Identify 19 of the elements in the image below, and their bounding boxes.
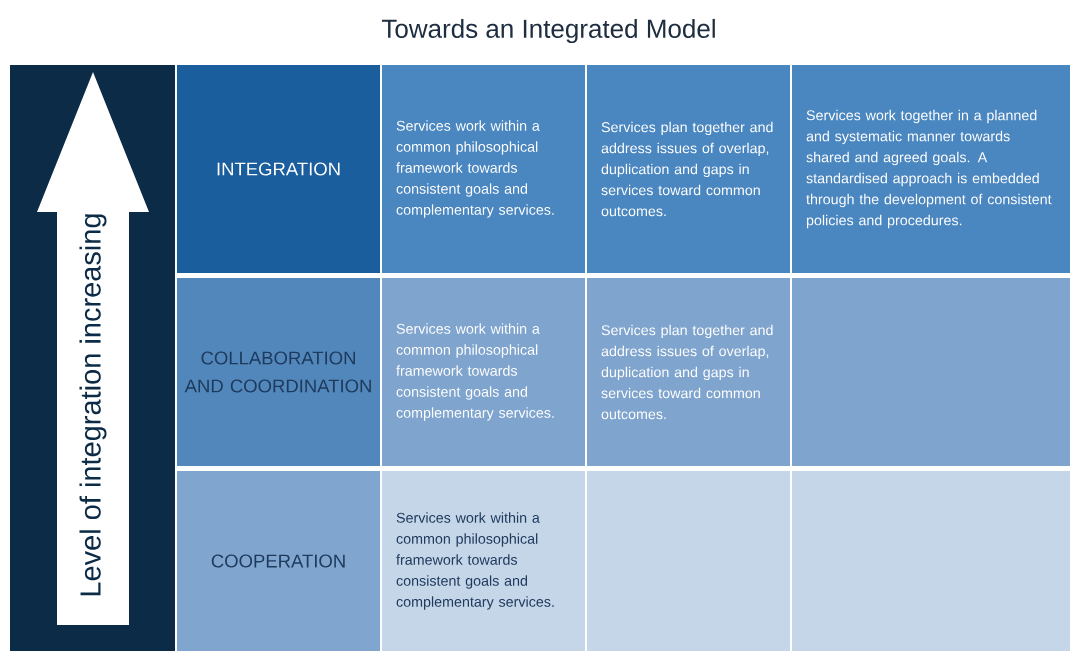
node-label: Services work within a common philosophical framework towards consistent goals and complementary services. [396, 512, 554, 610]
row-heading-cell: COOPERATION [177, 471, 380, 651]
description-cell: Services work within a common philosophical framework towards consistent goals and complementary services. [382, 278, 585, 466]
row-heading-cell: COLLABORATION AND COORDINATION [177, 278, 380, 466]
description-cell: Services work together in a planned and systematic manner towards shared and agreed goals. A standardised approach is embedded through the development of consistent policies and procedures. [792, 65, 1070, 273]
node-label: Services work together in a planned and systematic manner towards shared and agreed goals. A standardised approach is embedded through the development of consistent policies and procedures. [806, 109, 1052, 229]
empty-cell [792, 471, 1070, 651]
empty-cell [587, 471, 790, 651]
title: Towards an Integrated Model [381, 18, 715, 44]
row-heading-cell: INTEGRATION [177, 65, 380, 273]
description-cell: Services work within a common philosophical framework towards consistent goals and complementary services. [382, 65, 585, 273]
description-cell: Services work within a common philosophical framework towards consistent goals and complementary services. [382, 471, 585, 651]
node-label: Services plan together and address issues of overlap, duplication and gaps in services toward common outcomes. [601, 324, 773, 420]
node-label: Services work within a common philosophical framework towards consistent goals and complementary services. [396, 323, 554, 421]
empty-cell [792, 278, 1070, 466]
node-label: Services plan together and address issues of overlap, duplication and gaps in services toward common outcomes. [601, 121, 773, 217]
description-cell: Services plan together and address issues of overlap, duplication and gaps in services toward common outcomes. [587, 65, 790, 273]
description-cell: Services plan together and address issues of overlap, duplication and gaps in services toward common outcomes. [587, 278, 790, 466]
node-label: Services work within a common philosophical framework towards consistent goals and complementary services. [396, 120, 554, 218]
